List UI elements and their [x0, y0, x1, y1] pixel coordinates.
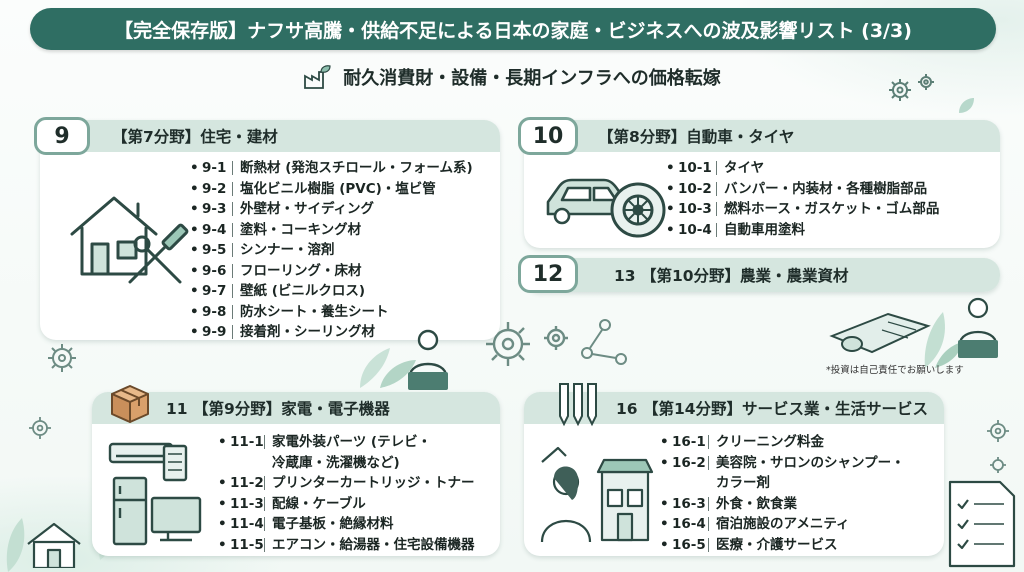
- leaf-icon: [959, 98, 974, 113]
- page-subtitle: 耐久消費財・設備・長期インフラへの価格転嫁: [0, 60, 1024, 94]
- section-appliances-heading: 11 【第9分野】家電・電子機器: [166, 400, 390, 418]
- section-agriculture: 13 【第10分野】農業・農業資材 12: [518, 255, 1000, 293]
- gear-icon: [889, 74, 934, 101]
- section-agriculture-heading: 13 【第10分野】農業・農業資材: [614, 267, 849, 285]
- factory-leaf-icon: [303, 64, 333, 90]
- section-automotive-number: 10: [518, 117, 578, 155]
- section-automotive-header: 【第8分野】自動車・タイヤ: [524, 120, 1000, 152]
- plant-icon: [924, 312, 963, 368]
- list-item: 冷蔵庫・洗濯機など): [272, 454, 400, 471]
- person-laptop-icon: [408, 329, 448, 390]
- plant-icon: [6, 518, 25, 572]
- page-title: 【完全保存版】ナフサ高騰・供給不足による日本の家庭・ビジネスへの波及影響リスト …: [30, 8, 996, 50]
- section-housing-number: 9: [34, 117, 90, 155]
- section-agriculture-header: 13 【第10分野】農業・農業資材: [524, 258, 1000, 292]
- disclaimer-note: *投資は自己責任でお願いします: [826, 365, 964, 376]
- subtitle-text: 耐久消費財・設備・長期インフラへの価格転嫁: [343, 68, 721, 89]
- section-agriculture-number: 12: [518, 255, 578, 293]
- list-item: カラー剤: [716, 475, 770, 491]
- car-tire-icon: [546, 178, 666, 238]
- appliances-icon: [108, 442, 202, 546]
- house-icon: [27, 522, 81, 568]
- section-appliances-header: 11 【第9分野】家電・電子機器: [92, 392, 500, 424]
- package-box-icon: [111, 385, 149, 423]
- gear-icon: [987, 420, 1009, 473]
- section-automotive-heading: 【第8分野】自動車・タイヤ: [598, 128, 795, 146]
- section-appliances: 11 【第9分野】家電・電子機器: [92, 392, 500, 556]
- plant-icon: [360, 348, 416, 388]
- gear-icon: [48, 344, 76, 372]
- section-housing-heading: 【第7分野】住宅・建材: [112, 128, 278, 146]
- pens-icon: [559, 383, 597, 427]
- salon-shop-icon: [540, 446, 654, 543]
- house-tools-icon: [70, 196, 189, 284]
- section-housing-header: 【第7分野】住宅・建材: [40, 120, 500, 152]
- molecule-icon: [581, 319, 627, 365]
- agri-sheet-person-icon: [829, 297, 998, 358]
- section-services-heading: 16 【第14分野】サービス業・生活サービス: [616, 400, 929, 418]
- checklist-document-icon: [948, 480, 1016, 568]
- gear-icon: [29, 417, 51, 439]
